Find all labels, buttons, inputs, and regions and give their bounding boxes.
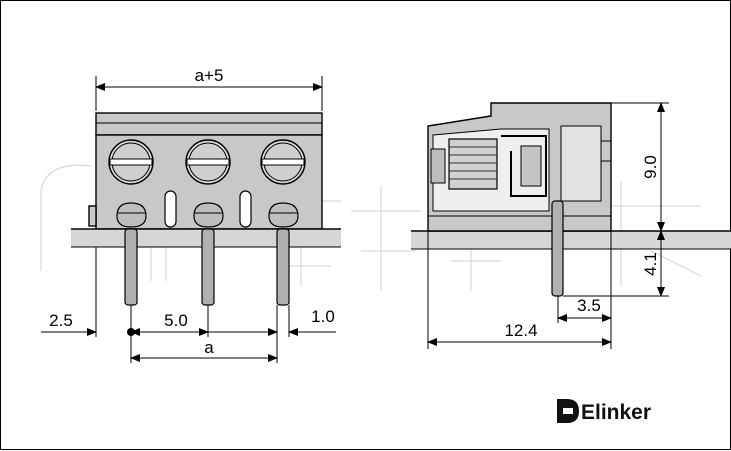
side-view [411,102,731,297]
front-dimensions: a+5 2.5 5.0 1.0 a [41,66,336,363]
wire-entry-3 [268,202,299,228]
body-top [95,112,323,136]
dim-edge-offset: 2.5 [49,311,73,330]
dim-width-total: a+5 [195,66,224,85]
wire-entry-2 [193,202,224,228]
brand-logo: Elinker [557,399,651,424]
dim-height: 9.0 [641,155,660,179]
dim-pitch: a [204,338,214,357]
side-notch [88,205,97,227]
pcb-side [411,231,731,249]
front-view [71,112,341,306]
pin-3 [276,228,290,306]
pin-2 [201,228,215,306]
dim-pin-offset: 3.5 [577,296,601,315]
pin-side [551,200,564,297]
dim-pin-width: 1.0 [311,307,335,326]
brand-name: Elinker [581,401,651,424]
side-dimensions: 12.4 3.5 9.0 4.1 [427,102,669,349]
pin-1 [124,228,138,306]
slot-1 [164,190,177,228]
dim-depth: 12.4 [504,321,537,340]
wire-entry-1 [116,202,147,228]
screw-1 [108,139,154,185]
dim-pin-length: 4.1 [641,252,660,276]
screw-2 [185,139,231,185]
screw-side [448,138,498,190]
slot-2 [239,190,252,228]
screw-3 [260,139,306,185]
dim-pin-spacing: 5.0 [164,311,188,330]
